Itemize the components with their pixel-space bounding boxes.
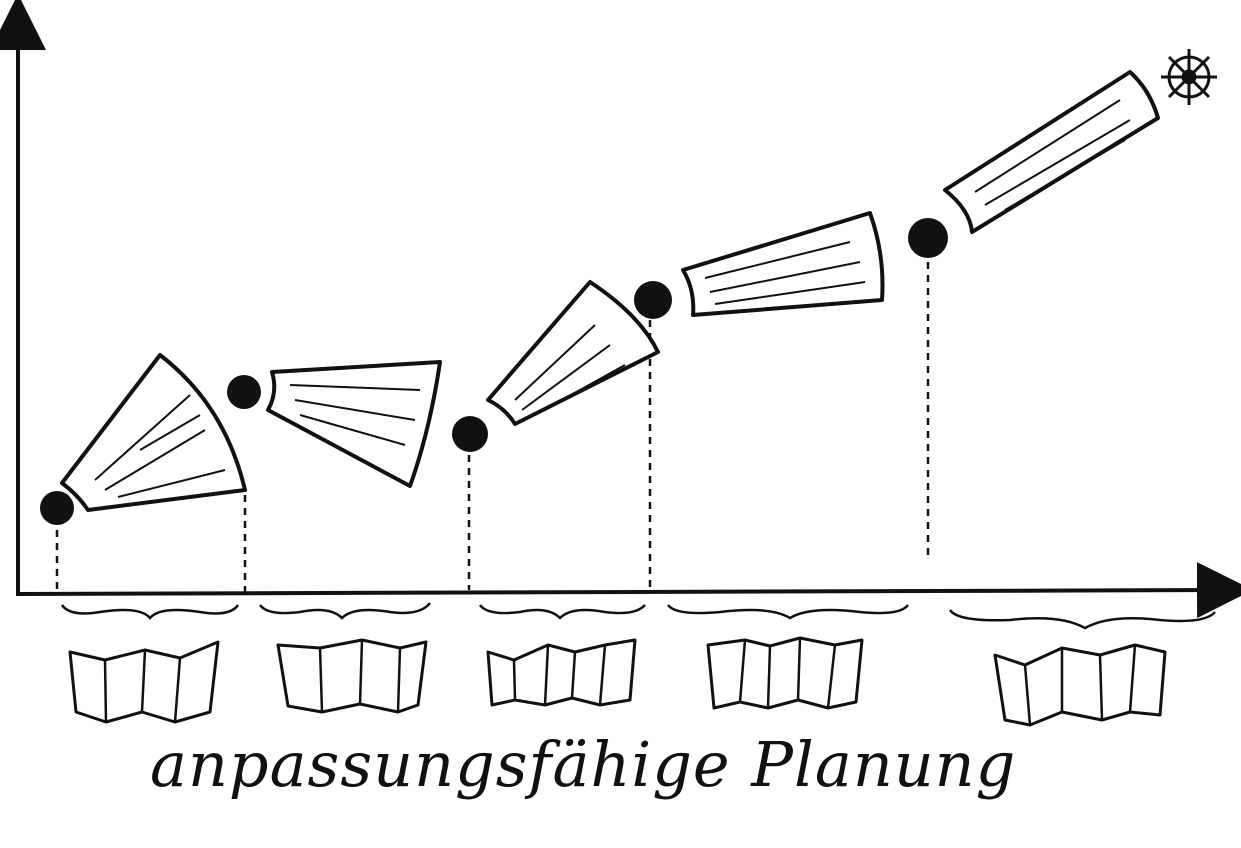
brace <box>478 604 646 620</box>
brace <box>666 604 910 620</box>
folded-maps <box>68 636 1167 727</box>
light-cone-icon <box>60 353 247 512</box>
dot-icon <box>634 281 672 319</box>
folded-map-icon <box>486 638 637 707</box>
folded-map-icon <box>993 643 1167 727</box>
folded-map-icon <box>706 636 864 710</box>
milestones <box>40 218 948 525</box>
light-cone-icon <box>266 360 442 488</box>
caption: anpassungsfähige Planung <box>150 728 1017 801</box>
brace <box>60 604 240 620</box>
light-cone-icon <box>943 70 1160 234</box>
light-cone-icon <box>681 211 885 317</box>
x-axis <box>15 562 1241 619</box>
brace <box>258 602 431 620</box>
axes <box>0 0 1241 619</box>
light-cone-icon <box>486 280 660 426</box>
dashed-drop-lines <box>55 262 930 592</box>
light-cones <box>60 70 1160 512</box>
ships-wheel-icon <box>1161 49 1217 105</box>
dot-icon <box>908 218 948 258</box>
dot-icon <box>40 491 74 525</box>
folded-map-icon <box>68 640 220 724</box>
dot-icon <box>452 416 488 452</box>
brace <box>948 609 1216 630</box>
folded-map-icon <box>276 638 428 714</box>
section-braces <box>60 602 1216 630</box>
dot-icon <box>227 375 261 409</box>
